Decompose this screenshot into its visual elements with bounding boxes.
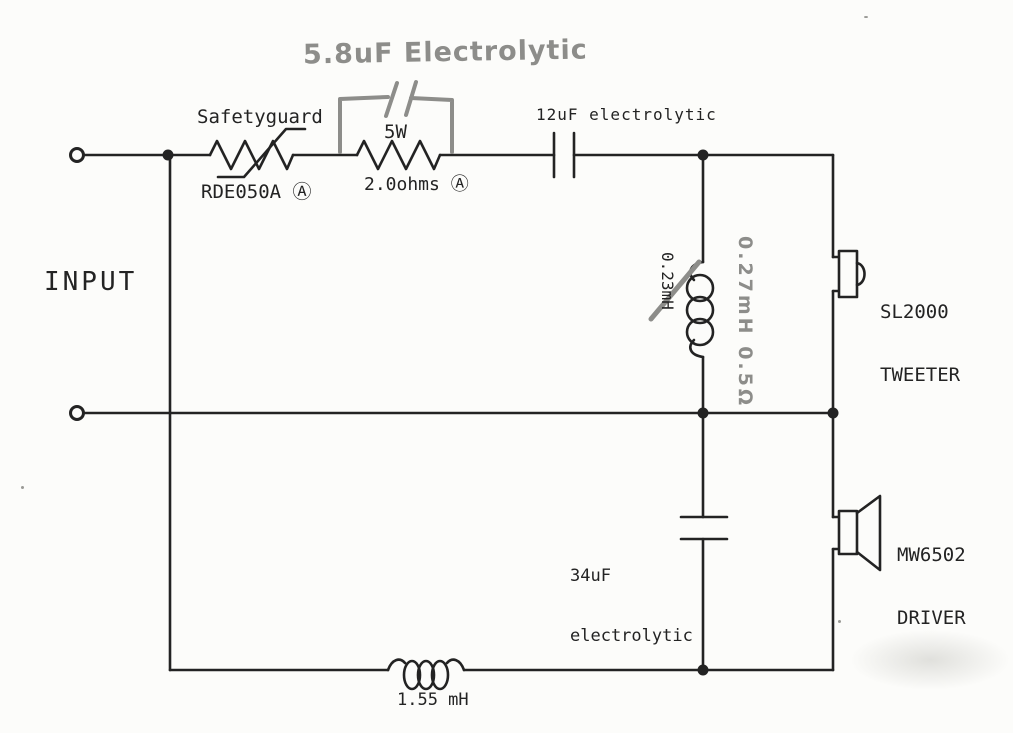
driver-kind: DRIVER [897, 607, 966, 629]
scan-smudge [850, 630, 1010, 690]
lowpass-cap-value: 34uF [570, 566, 611, 586]
junction-dots [162, 149, 839, 676]
scan-speck [864, 16, 868, 18]
series-inductor-label: 1.55 mH [397, 690, 469, 710]
tweeter-model: SL2000 [880, 301, 949, 323]
series-resistor-power-label: 5W [384, 121, 407, 143]
tweeter-kind: TWEETER [880, 364, 961, 386]
tweeter-label: SL2000 TWEETER [880, 260, 960, 428]
resistor-2ohm [355, 139, 442, 171]
pencil-bypass-capacitor-sketch [338, 80, 454, 154]
pencil-title-annotation: 5.8uF Electrolytic [302, 34, 588, 71]
highpass-cap-label: 12uF electrolytic [536, 105, 717, 124]
shunt-inductor-pencil-value: 0.27mH 0.5Ω [734, 236, 756, 409]
inductor-1p55mh [386, 658, 466, 691]
driver-label: MW6502 DRIVER [897, 503, 966, 671]
input-terminal-top [69, 147, 85, 163]
capacitor-34uf [679, 411, 729, 672]
input-label: INPUT [44, 267, 138, 297]
safetyguard-label: Safetyguard [197, 106, 323, 128]
tweeter-icon [831, 249, 866, 299]
capacitor-12uf [552, 131, 576, 179]
resistor-safetyguard [208, 127, 307, 179]
driver-model: MW6502 [897, 544, 966, 566]
driver-icon [831, 494, 882, 572]
input-terminal-bottom [69, 405, 85, 421]
series-resistor-value-label: 2.0ohms Ⓐ [364, 174, 469, 195]
lowpass-cap-kind: electrolytic [570, 626, 693, 646]
pencil-strikethrough [648, 259, 702, 322]
scan-speck [838, 620, 841, 623]
lowpass-cap-label: 34uF electrolytic [570, 526, 693, 686]
inductor-0p27mh [685, 153, 715, 415]
shunt-inductor-old-value: 0.23mH [658, 252, 677, 310]
safetyguard-part-label: RDE050A Ⓐ [201, 181, 312, 203]
scan-speck [21, 486, 24, 489]
